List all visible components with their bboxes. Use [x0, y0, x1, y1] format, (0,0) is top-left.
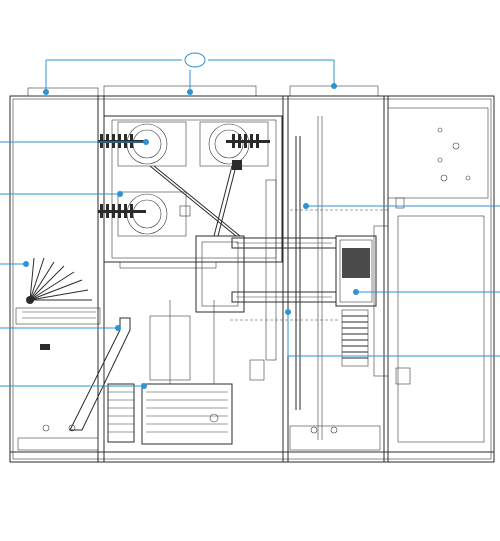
- callout-dot: [353, 289, 359, 295]
- callout-dot: [115, 325, 121, 331]
- callout-dot: [43, 89, 49, 95]
- insulator-stack: [98, 134, 270, 218]
- callout-dot: [117, 191, 123, 197]
- callout-dot: [23, 261, 29, 267]
- earthing-switch-fan: [15, 257, 101, 350]
- control-panel-hardware: [395, 127, 471, 209]
- callout-dot: [331, 83, 337, 89]
- callout-dot: [285, 309, 291, 315]
- top-callout-marker: [184, 52, 206, 68]
- callout-leaders: [0, 52, 500, 389]
- callout-dot: [143, 139, 149, 145]
- busbar-compartment: [98, 115, 283, 269]
- callout-dot: [141, 383, 147, 389]
- coil-stack: [341, 309, 369, 367]
- breaker-assembly: [195, 116, 389, 440]
- callout-dot: [303, 203, 309, 209]
- callout-dot: [187, 89, 193, 95]
